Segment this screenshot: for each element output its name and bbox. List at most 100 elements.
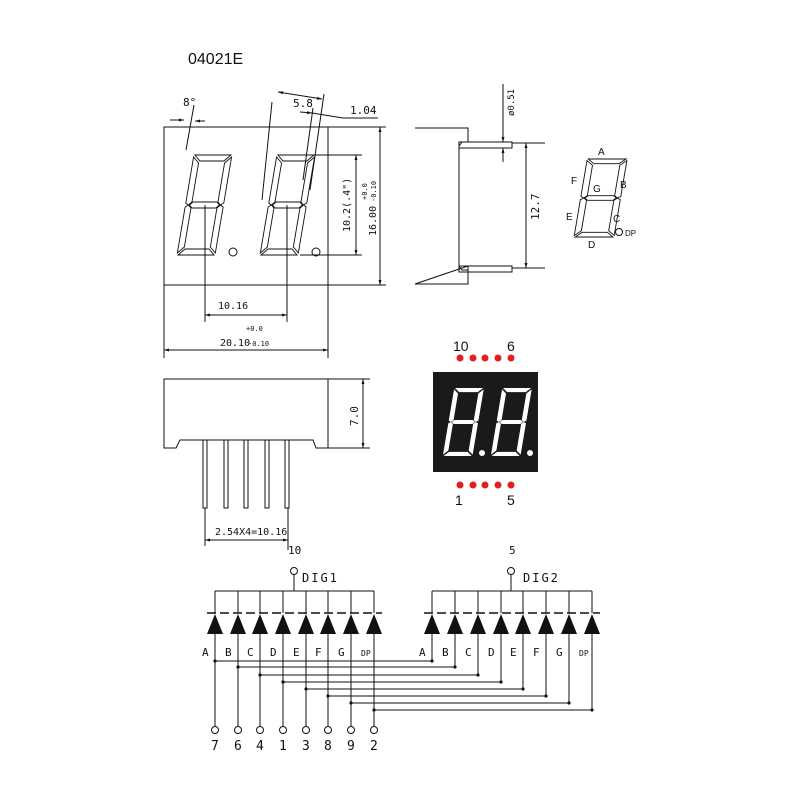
bottom-pin: [202, 439, 208, 509]
segment-label: B: [442, 646, 449, 659]
height-tol-minus: -0.10: [370, 181, 378, 202]
segment-g: [499, 419, 524, 425]
segment-thickness-leader: [311, 112, 344, 119]
front-digit-2: [260, 155, 315, 255]
segment-b: [614, 161, 627, 198]
segment-pin-number: 4: [256, 739, 264, 754]
diode-g: [343, 614, 359, 634]
junction-dot: [590, 708, 594, 712]
segment-label: E: [293, 646, 300, 659]
segment-label: D: [270, 646, 277, 659]
diode-dp: [584, 614, 600, 634]
diode-c: [252, 614, 268, 634]
segment-g: [451, 419, 476, 425]
segment-c: [292, 205, 306, 253]
legend-dp-circle: [615, 228, 623, 236]
junction-dot: [453, 665, 457, 669]
decimal-point-2: [311, 247, 321, 257]
segment-pin-number: 3: [302, 739, 310, 754]
segment-e: [260, 205, 274, 253]
legend-label-c: C: [613, 214, 620, 225]
segment-a: [277, 155, 314, 161]
segment-a: [588, 159, 627, 164]
segment-label: G: [338, 646, 345, 659]
digit-height-label: 10.2(.4"): [342, 178, 353, 232]
side-pin-top: [458, 141, 513, 149]
segment-f: [448, 389, 459, 422]
segment-a: [194, 155, 231, 161]
junction-dot: [258, 673, 262, 677]
segment-label: B: [225, 646, 232, 659]
segment-pin: [302, 726, 310, 734]
dig2-pin-number: 5: [509, 544, 516, 557]
pin-dot-top: [507, 354, 515, 362]
segment-a: [455, 387, 484, 393]
segment-f: [496, 389, 507, 422]
width-tol-minus: -0.10: [248, 340, 269, 348]
side-view: 12.7 ø0.51: [414, 84, 545, 285]
segment-pin: [279, 726, 287, 734]
width-label: 20.10: [220, 338, 250, 349]
segment-pin: [370, 726, 378, 734]
segment-f: [581, 161, 594, 198]
front-body-outline: [163, 126, 329, 286]
segment-b: [217, 157, 231, 205]
segment-label: C: [465, 646, 472, 659]
legend-label-a: A: [598, 147, 605, 158]
segment-c: [516, 421, 526, 455]
junction-dot: [236, 665, 240, 669]
diode-e: [515, 614, 531, 634]
photo-digit-2: [491, 387, 532, 456]
segment-label: A: [202, 646, 209, 659]
front-digits: [177, 155, 315, 255]
junction-dot: [372, 708, 376, 712]
dig1-common-pin: [290, 567, 298, 575]
junction-dot: [304, 687, 308, 691]
extension-line: [261, 101, 273, 201]
side-pin-bottom: [458, 265, 513, 273]
display-photo: 10 6 1 5: [433, 338, 538, 508]
diode-d: [275, 614, 291, 634]
segment-label: C: [247, 646, 254, 659]
segment-b: [521, 389, 532, 422]
height-label: 16.00: [368, 206, 379, 236]
pin-dot-top: [469, 354, 477, 362]
diode-d: [493, 614, 509, 634]
legend-label-e: E: [566, 212, 573, 223]
junction-dot: [476, 673, 480, 677]
extension-line: [309, 93, 325, 191]
photo-pin-label-10: 10: [453, 338, 469, 354]
legend-digit: [574, 159, 627, 237]
pin-pitch-label: 2.54X4=10.16: [215, 527, 287, 538]
segment-thickness-arrow: [299, 111, 313, 115]
bottom-body-outline: [163, 378, 329, 449]
dig1-pin-number: 10: [288, 544, 301, 557]
junction-dot: [521, 687, 525, 691]
segment-label: E: [510, 646, 517, 659]
legend-label-f: F: [571, 176, 577, 187]
pin-dot-bottom: [494, 481, 502, 489]
segment-g: [189, 202, 220, 208]
segment-label: A: [419, 646, 426, 659]
segment-label: F: [315, 646, 322, 659]
diode-b: [447, 614, 463, 634]
angle-label: 8°: [183, 96, 196, 109]
segment-pin-number: 2: [370, 739, 378, 754]
segment-pin: [347, 726, 355, 734]
segment-width-label: 5.8: [293, 97, 313, 110]
segment-pin-number: 9: [347, 739, 355, 754]
height-tol-plus: +0.0: [361, 183, 369, 200]
bottom-pin: [243, 439, 249, 509]
segment-d: [491, 451, 520, 456]
segment-f: [268, 157, 282, 205]
junction-dot: [213, 659, 217, 663]
segment-width-dimension: [277, 91, 323, 100]
front-view: 10.16 +0.0 20.10 -0.10 10.2(.4") 16.00 -…: [163, 91, 386, 358]
segment-label: F: [533, 646, 540, 659]
dig2-label: DIG2: [523, 571, 560, 585]
segment-c: [608, 198, 621, 235]
photo-digit-1: [443, 387, 484, 456]
segment-b: [300, 157, 314, 205]
segment-b: [473, 389, 484, 422]
